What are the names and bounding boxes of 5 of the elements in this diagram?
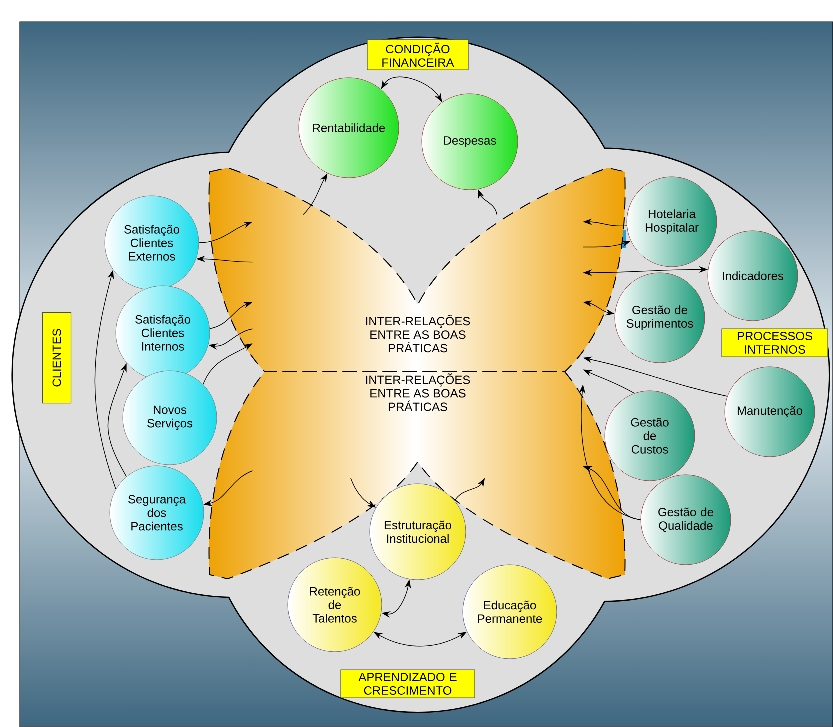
node-label: INTER-RELAÇÕES ENTRE AS BOAS PRÁTICAS: [366, 314, 470, 353]
title-box: CONDIÇÃO FINANCEIRA: [367, 40, 469, 70]
title-box: PROCESSOS INTERNOS: [722, 328, 828, 358]
title-box: APRENDIZADO E CRESCIMENTO: [340, 670, 476, 698]
title-box: CLIENTES: [42, 312, 72, 404]
